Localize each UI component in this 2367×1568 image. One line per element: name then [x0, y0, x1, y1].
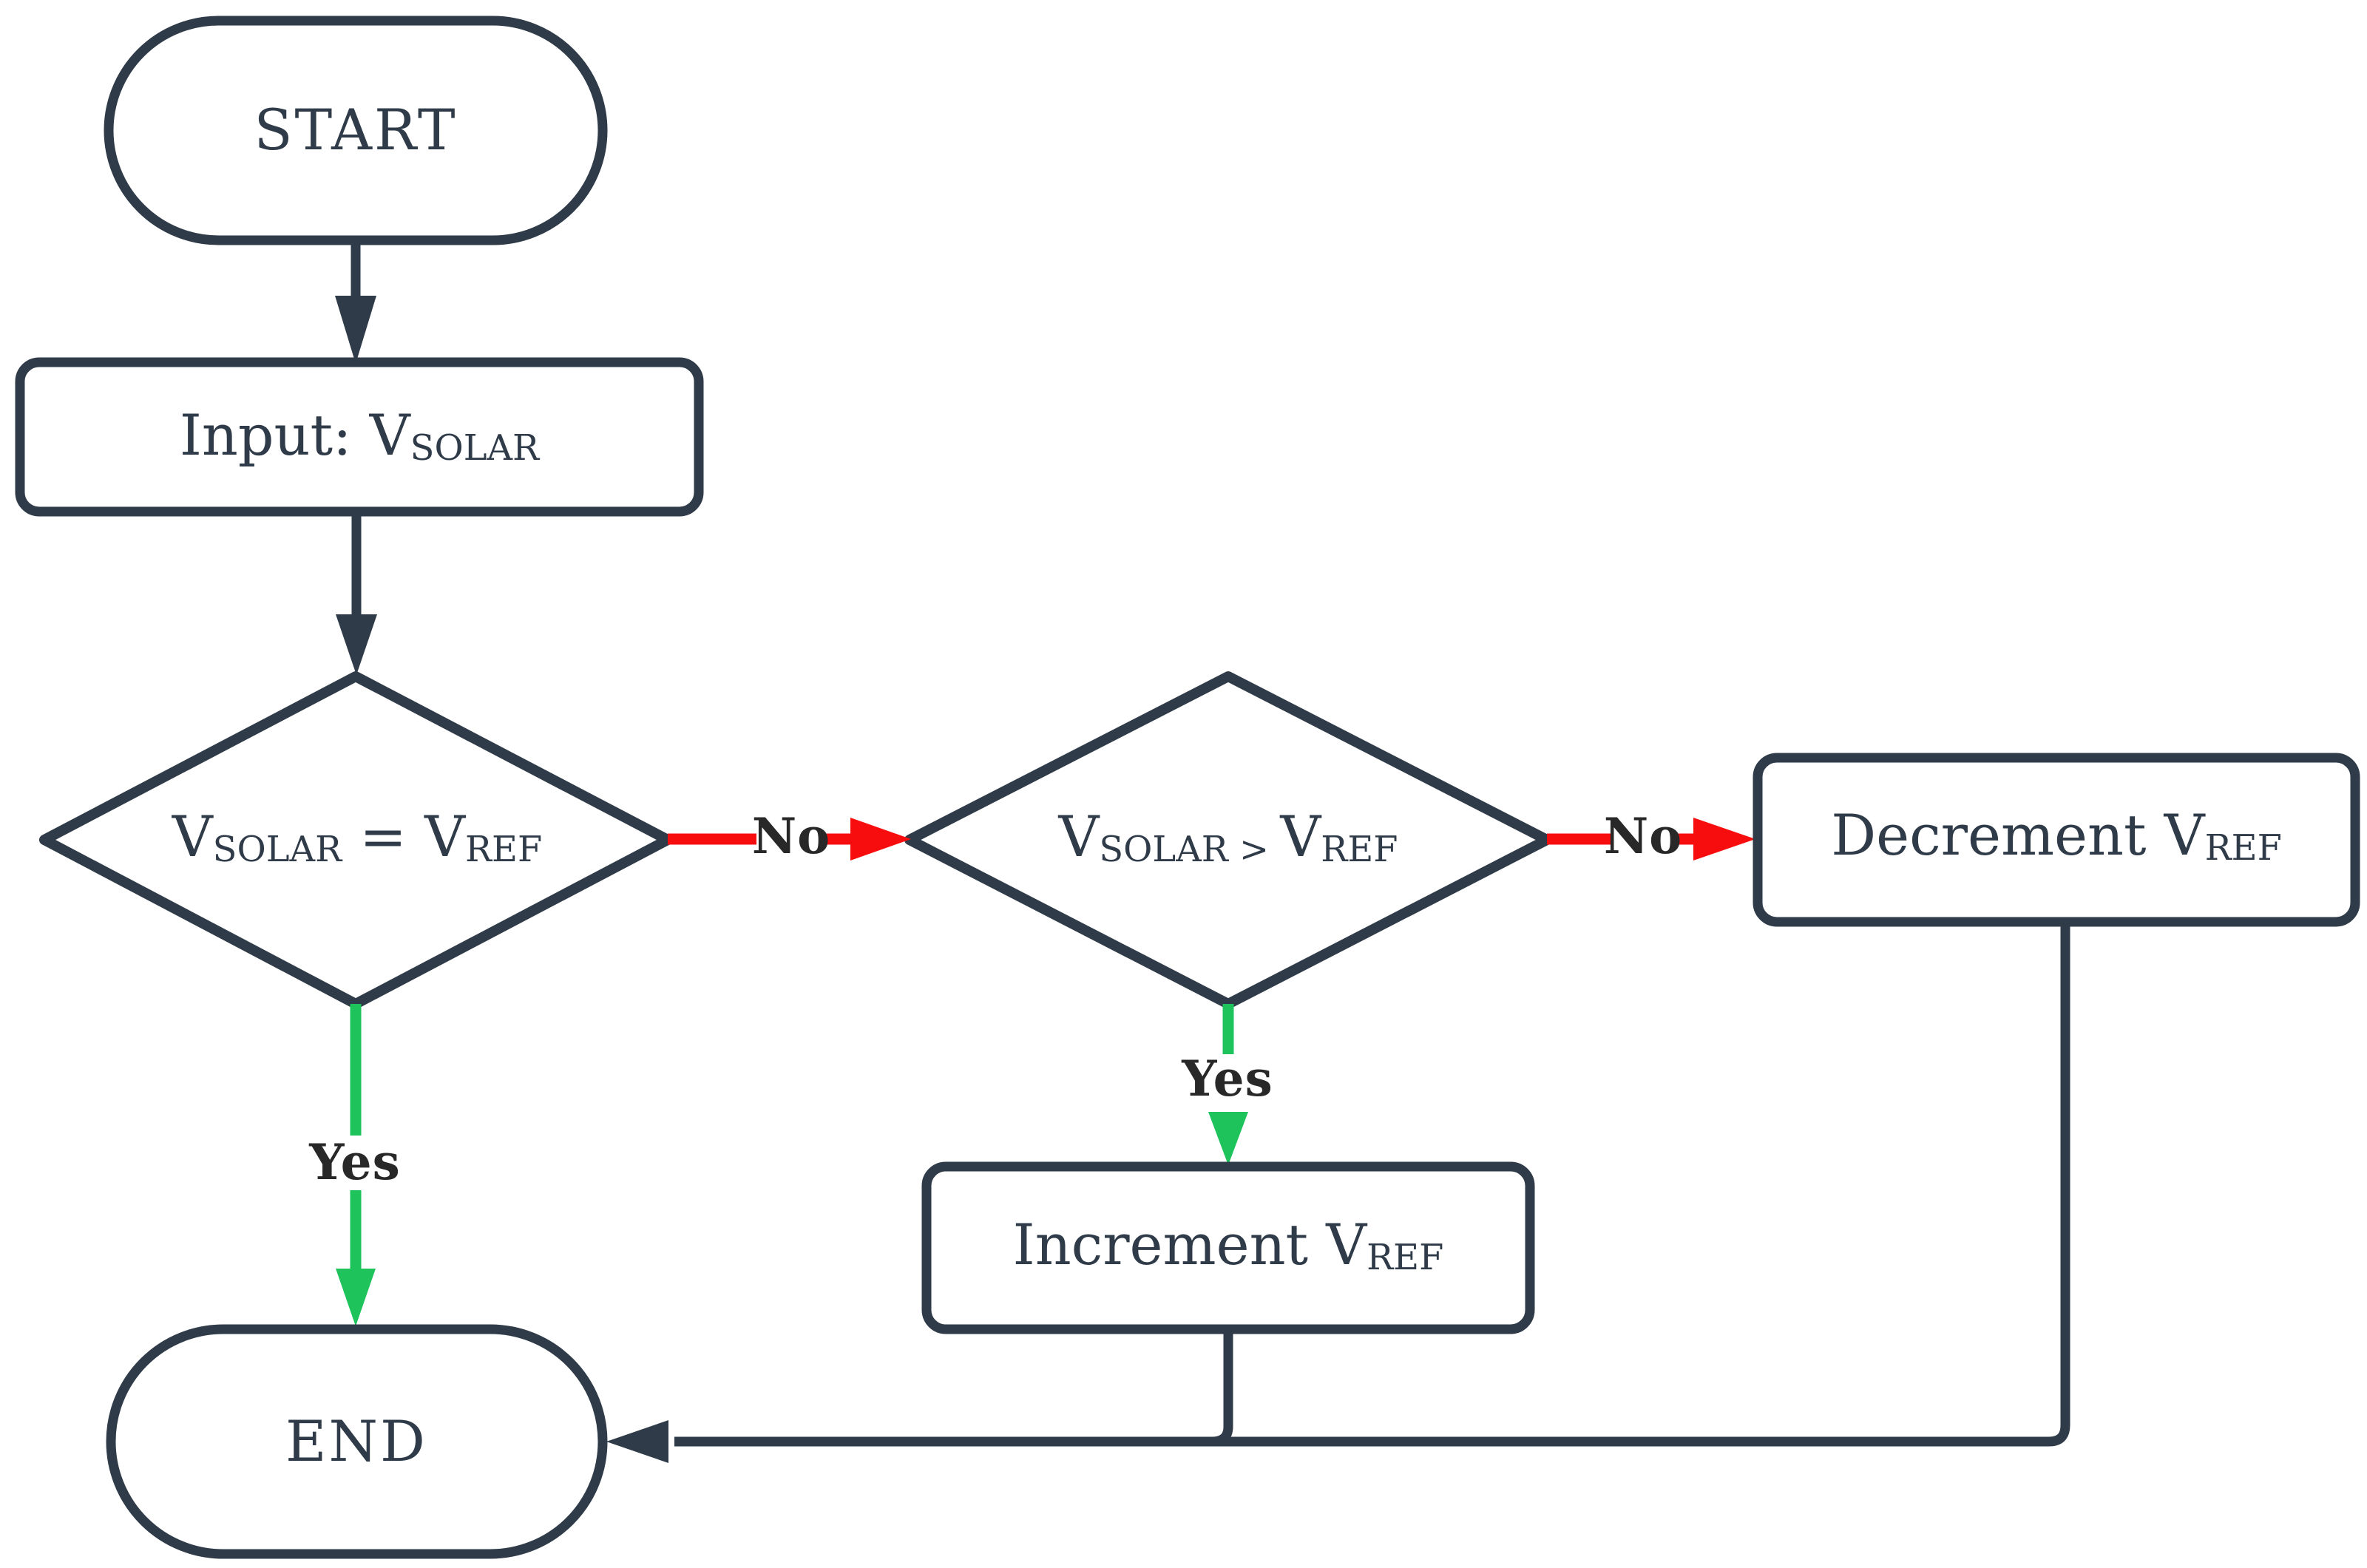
decrement-label-subscript: REF [2204, 827, 2282, 869]
start-label-text: START [254, 97, 458, 163]
decision1-label-text: V [172, 804, 213, 870]
end-terminal-shape [106, 1324, 608, 1559]
decision1-node-label: VSOLAR = VREF [172, 809, 542, 868]
yes1-arrowhead-icon [336, 1269, 376, 1326]
no1-label-text: No [751, 807, 831, 865]
input-node-label: Input: VSOLAR [180, 407, 539, 466]
decision2-node-label: VSOLAR > VREF [1058, 809, 1398, 868]
increment-label-subscript: REF [1367, 1237, 1444, 1278]
no1-arrowhead-icon [850, 818, 911, 861]
start-to-input-arrowhead-icon [335, 296, 376, 364]
yes2-arrowhead-icon [1208, 1112, 1248, 1165]
decision2-label-subscript1: SOLAR > [1099, 829, 1281, 870]
decision1-label-subscript2: REF [465, 829, 543, 870]
end-node-label: END [285, 1413, 427, 1470]
end-arrowhead-icon [606, 1420, 668, 1463]
end-label-text: END [285, 1408, 427, 1474]
yes1-edge-label: Yes [309, 1138, 401, 1187]
no1-edge-label: No [752, 812, 830, 861]
increment-to-end-connector [1176, 1329, 1233, 1447]
decrement-process-shape [1753, 753, 2360, 927]
yes2-label-text: Yes [1182, 1050, 1273, 1107]
yes2-edge-label: Yes [1182, 1054, 1273, 1103]
yes1-label-text: Yes [309, 1133, 401, 1191]
input-to-decision1-arrowhead-icon [336, 614, 377, 675]
start-node-label: START [254, 102, 457, 158]
decrement-to-end-connector [674, 922, 2070, 1447]
decision1-label-subscript1: SOLAR [212, 829, 342, 870]
decision2-label-text: V [1058, 804, 1100, 870]
decision1-label-operator: = V [342, 804, 466, 870]
no2-arrowhead-icon [1693, 818, 1755, 861]
input-label-text: Input: V [179, 402, 410, 469]
increment-label-text: Increment V [1012, 1212, 1367, 1278]
increment-node-label: Increment VREF [1013, 1217, 1444, 1276]
input-label-subscript: SOLAR [410, 427, 540, 469]
decision2-label-operator: V [1280, 804, 1321, 870]
decrement-label-text: Decrement V [1831, 802, 2205, 869]
decrement-node-label: Decrement VREF [1831, 807, 2282, 866]
decision2-label-subscript2: REF [1321, 829, 1398, 870]
no2-edge-label: No [1604, 812, 1682, 861]
no2-label-text: No [1603, 807, 1683, 865]
